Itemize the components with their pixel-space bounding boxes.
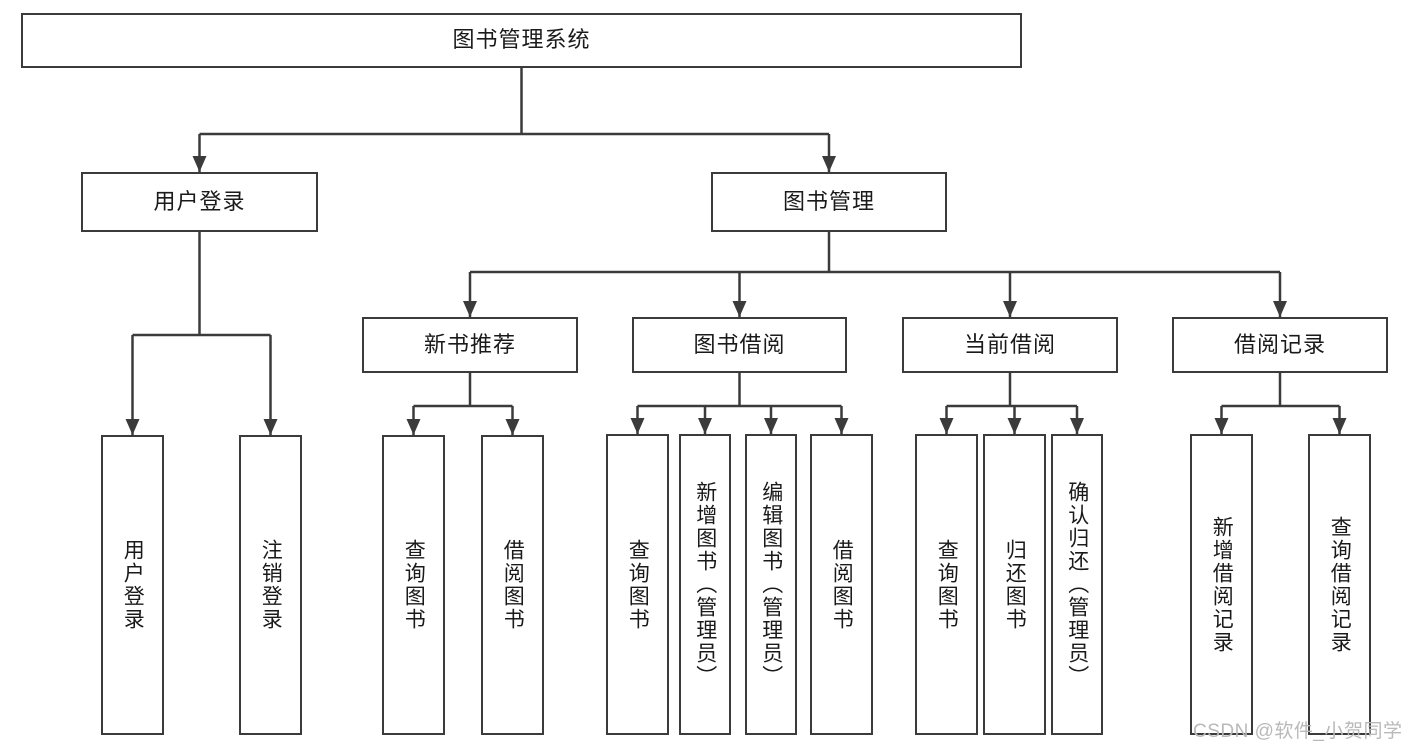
arrow-head [125, 419, 140, 435]
node-l-return[interactable]: 归还图书 [983, 434, 1046, 735]
arrow-head [732, 301, 747, 317]
node-label: 图书管理 [782, 188, 875, 214]
node-l-borrow2[interactable]: 借阅图书 [810, 434, 873, 735]
node-l-query3[interactable]: 查询图书 [915, 434, 978, 735]
node-label: 新增图书（管理员） [693, 481, 717, 688]
arrow-head [463, 301, 477, 317]
node-label: 确认归还（管理员） [1065, 481, 1089, 688]
arrow-head [263, 419, 278, 435]
arrow-head [1003, 301, 1017, 317]
node-label: 用户登录 [153, 188, 246, 214]
node-l-edit[interactable]: 编辑图书（管理员） [745, 434, 797, 735]
node-login[interactable]: 用户登录 [81, 172, 318, 232]
node-label: 新书推荐 [423, 331, 516, 357]
node-label: 编辑图书（管理员） [759, 481, 783, 688]
arrow-head [406, 419, 421, 435]
arrow-head [834, 418, 849, 434]
arrow-head [822, 156, 836, 172]
node-label: 图书借阅 [693, 331, 786, 357]
node-root[interactable]: 图书管理系统 [21, 13, 1022, 68]
node-label: 借阅图书 [501, 539, 525, 631]
arrow-head [1070, 418, 1084, 434]
node-records[interactable]: 借阅记录 [1172, 317, 1388, 373]
arrow-head [1273, 301, 1287, 317]
node-label: 图书管理系统 [452, 27, 591, 53]
node-label: 用户登录 [121, 539, 145, 631]
node-l-queryrec[interactable]: 查询借阅记录 [1308, 434, 1371, 735]
arrow-head [192, 156, 207, 172]
arrow-head [630, 418, 645, 434]
node-newbook[interactable]: 新书推荐 [362, 317, 578, 373]
arrow-head [764, 418, 778, 434]
node-l-query2[interactable]: 查询图书 [606, 434, 669, 735]
node-label: 借阅记录 [1233, 331, 1326, 357]
node-label: 新增借阅记录 [1210, 515, 1234, 654]
node-label: 查询图书 [935, 538, 959, 631]
node-l-confirm[interactable]: 确认归还（管理员） [1051, 434, 1103, 735]
node-label: 当前借阅 [963, 331, 1056, 357]
node-label: 查询借阅记录 [1328, 515, 1352, 654]
arrow-head [1214, 418, 1229, 434]
node-l-addrec[interactable]: 新增借阅记录 [1190, 434, 1253, 735]
watermark-text: CSDN @软件_小贺同学 [1193, 721, 1403, 742]
arrow-head [698, 418, 712, 434]
node-l-logout[interactable]: 注销登录 [239, 435, 302, 735]
node-label: 归还图书 [1003, 538, 1027, 631]
node-current[interactable]: 当前借阅 [902, 317, 1118, 373]
node-label: 查询图书 [402, 539, 426, 631]
node-borrow[interactable]: 图书借阅 [632, 317, 847, 373]
node-l-query1[interactable]: 查询图书 [382, 435, 445, 735]
arrow-head [1332, 418, 1347, 434]
node-label: 注销登录 [259, 539, 283, 631]
node-bookmgmt[interactable]: 图书管理 [711, 172, 947, 232]
node-label: 查询图书 [626, 538, 650, 631]
node-l-login[interactable]: 用户登录 [101, 435, 164, 735]
arrow-head [505, 419, 520, 435]
arrow-head [1007, 418, 1022, 434]
node-l-borrow1[interactable]: 借阅图书 [481, 435, 544, 735]
arrow-head [939, 418, 954, 434]
node-l-add[interactable]: 新增图书（管理员） [679, 434, 731, 735]
node-label: 借阅图书 [830, 538, 854, 631]
